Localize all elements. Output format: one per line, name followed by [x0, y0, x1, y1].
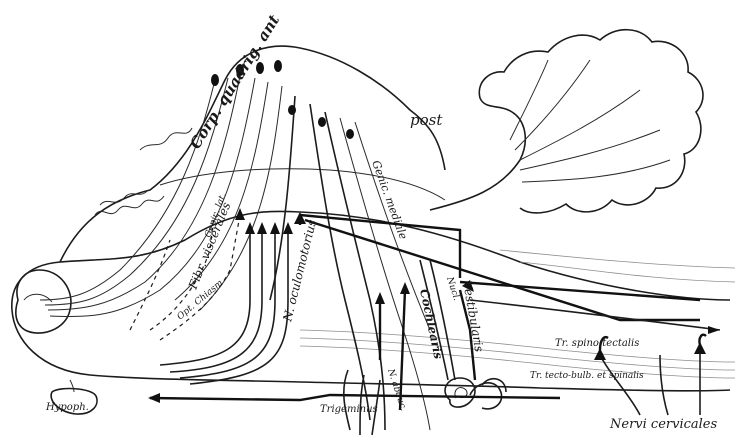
label-nucl: Nucl. [444, 275, 461, 302]
label-nervi-cervicales: Nervi cervicales [609, 417, 717, 432]
label-n-oculomotorius: N. oculomotorius [280, 218, 319, 323]
label-post: post [410, 111, 443, 129]
label-genic-mediale: Genic. mediale [369, 159, 410, 242]
label-tr-spino-tectalis: Tr. spino-tectalis [555, 338, 639, 349]
label-n-abduc: N. abduc. [385, 367, 408, 413]
label-cochlearis: Cochlearis [417, 288, 446, 361]
label-vestibularis: Vestibularis [460, 280, 486, 353]
label-corp-quadrig-ant: Corp. quadrig. ant [186, 12, 283, 153]
label-trigeminus: Trigeminus [320, 404, 378, 415]
label-tr-tecto-bulbo: Tr. tecto-bulb. et spinalis [530, 371, 644, 381]
label-hypoph: Hypoph. [45, 402, 89, 413]
